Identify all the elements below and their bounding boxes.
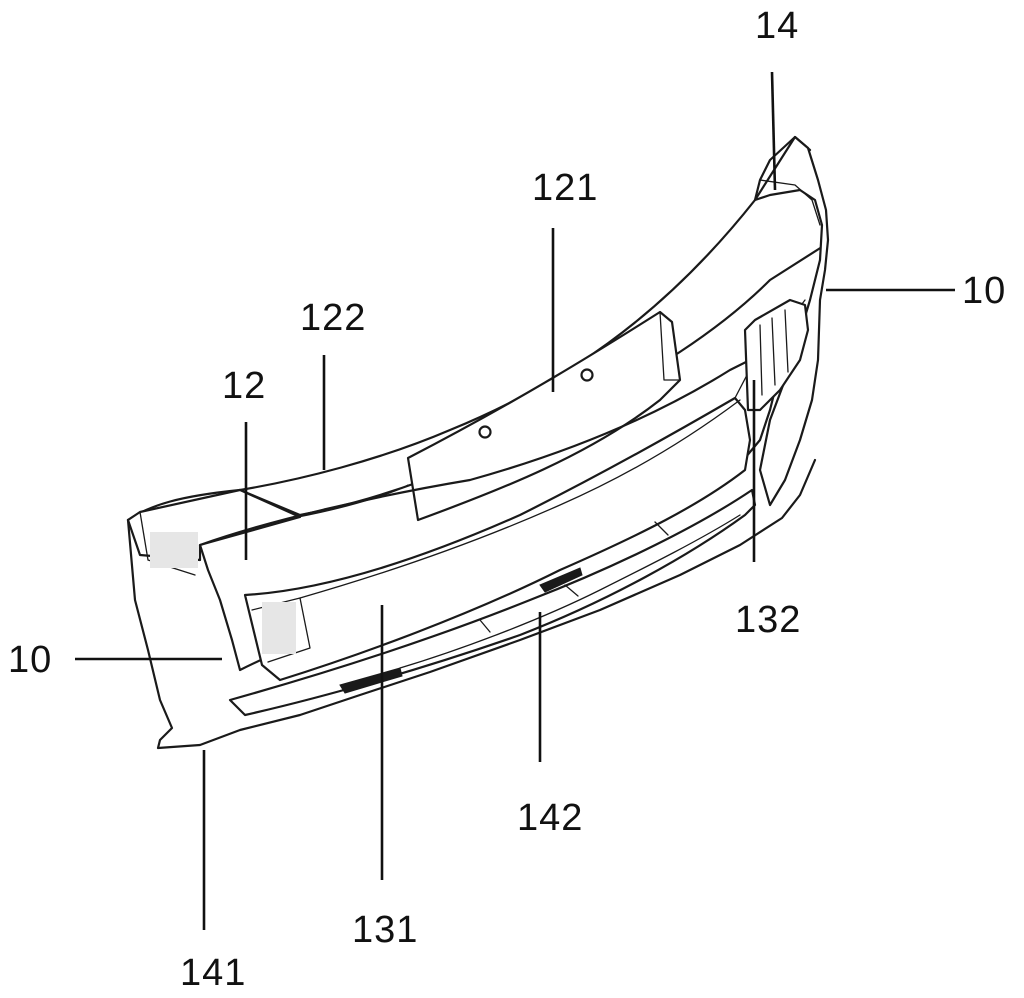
label-14: 14 (755, 5, 799, 47)
label-121: 121 (532, 167, 598, 209)
bumper-assembly (126, 135, 830, 750)
bottom-lip-band-2 (399, 514, 741, 669)
grille-left-side-shade (262, 602, 296, 654)
bottom-lip-dark-band (339, 667, 403, 694)
right-vent-slat-2 (771, 317, 776, 386)
grille-inner-top-edge (299, 399, 741, 599)
right-end-cap-inner-line (759, 179, 821, 226)
plate-mount-side (659, 311, 681, 381)
leader-lines (75, 71, 955, 930)
label-10-right: 10 (962, 270, 1006, 312)
license-plate-mount (406, 310, 682, 522)
label-10-left: 10 (8, 639, 52, 681)
label-132: 132 (735, 599, 801, 641)
left-corner-shade (150, 532, 198, 568)
lower-grille-opening (243, 396, 752, 682)
leader-14 (770, 71, 777, 191)
bottom-lip-ribs (479, 521, 669, 633)
label-131: 131 (352, 909, 418, 951)
bottom-lip-strip (228, 488, 757, 717)
mount-hole-right (580, 368, 594, 382)
label-141: 141 (180, 952, 246, 994)
label-142: 142 (517, 797, 583, 839)
reference-numerals: 14 121 122 12 10 10 132 142 131 141 (8, 5, 1006, 994)
right-vent-slat-1 (759, 324, 763, 396)
right-end-cap (753, 135, 830, 507)
mount-hole-left (478, 425, 492, 439)
bottom-lip-dark-band-2 (539, 567, 583, 593)
left-corner-inner (139, 511, 196, 576)
label-12: 12 (222, 365, 266, 407)
right-vent-slat-3 (784, 309, 789, 373)
label-122: 122 (300, 297, 366, 339)
